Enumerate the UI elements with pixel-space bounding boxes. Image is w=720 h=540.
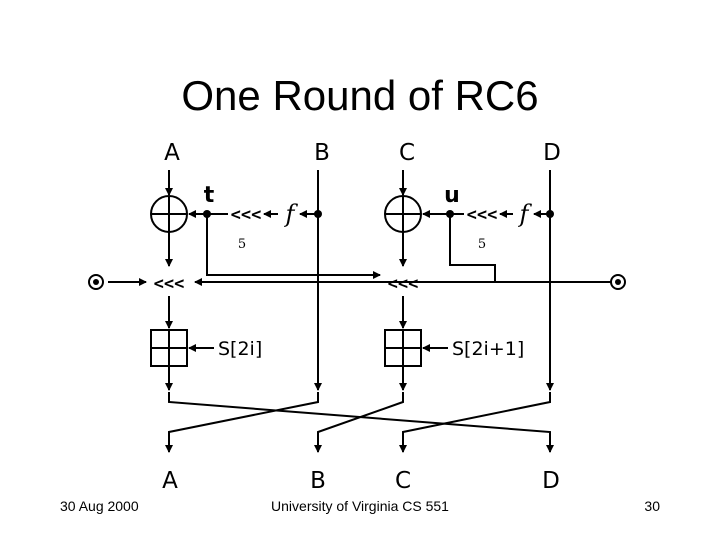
terminal-left xyxy=(88,274,104,290)
wire-permute-d-to-c xyxy=(399,392,551,453)
slide-title: One Round of RC6 xyxy=(181,72,538,119)
round-key-right: S[2i+1] xyxy=(452,338,524,360)
output-b-label: B xyxy=(310,468,326,494)
output-a-label: A xyxy=(162,468,178,494)
rotate-5-right: <<< xyxy=(467,205,498,225)
wire-permute-a-to-d xyxy=(168,392,554,453)
xor-right xyxy=(384,195,422,233)
xor-left xyxy=(150,195,188,233)
adder-left xyxy=(150,329,188,367)
f-box-left: f xyxy=(284,200,299,228)
adder-right xyxy=(384,329,422,367)
wire-permute-b-to-a xyxy=(165,392,319,453)
rotate-amount-left: 5 xyxy=(238,237,246,252)
wire-t-to-rot-right xyxy=(206,214,381,279)
input-b-label: B xyxy=(314,140,330,166)
t-label: t xyxy=(204,183,215,208)
wire-permute-c-to-b xyxy=(314,392,404,453)
round-key-left: S[2i] xyxy=(218,338,262,360)
output-d-label: D xyxy=(542,468,560,494)
u-label: u xyxy=(444,183,460,208)
rotate-data-dependent-right: <<< xyxy=(388,274,419,294)
input-a-label: A xyxy=(164,140,180,166)
output-c-label: C xyxy=(395,468,411,494)
input-d-label: D xyxy=(543,140,561,166)
footer-page-number: 30 xyxy=(644,498,660,514)
rotate-data-dependent-left: <<< xyxy=(154,274,185,294)
footer-date: 30 Aug 2000 xyxy=(60,498,139,514)
terminal-right xyxy=(610,274,626,290)
f-box-right: f xyxy=(518,200,533,228)
rotate-5-left: <<< xyxy=(231,205,262,225)
rotate-amount-right: 5 xyxy=(478,237,486,252)
input-c-label: C xyxy=(399,140,415,166)
footer-source: University of Virginia CS 551 xyxy=(271,498,449,514)
